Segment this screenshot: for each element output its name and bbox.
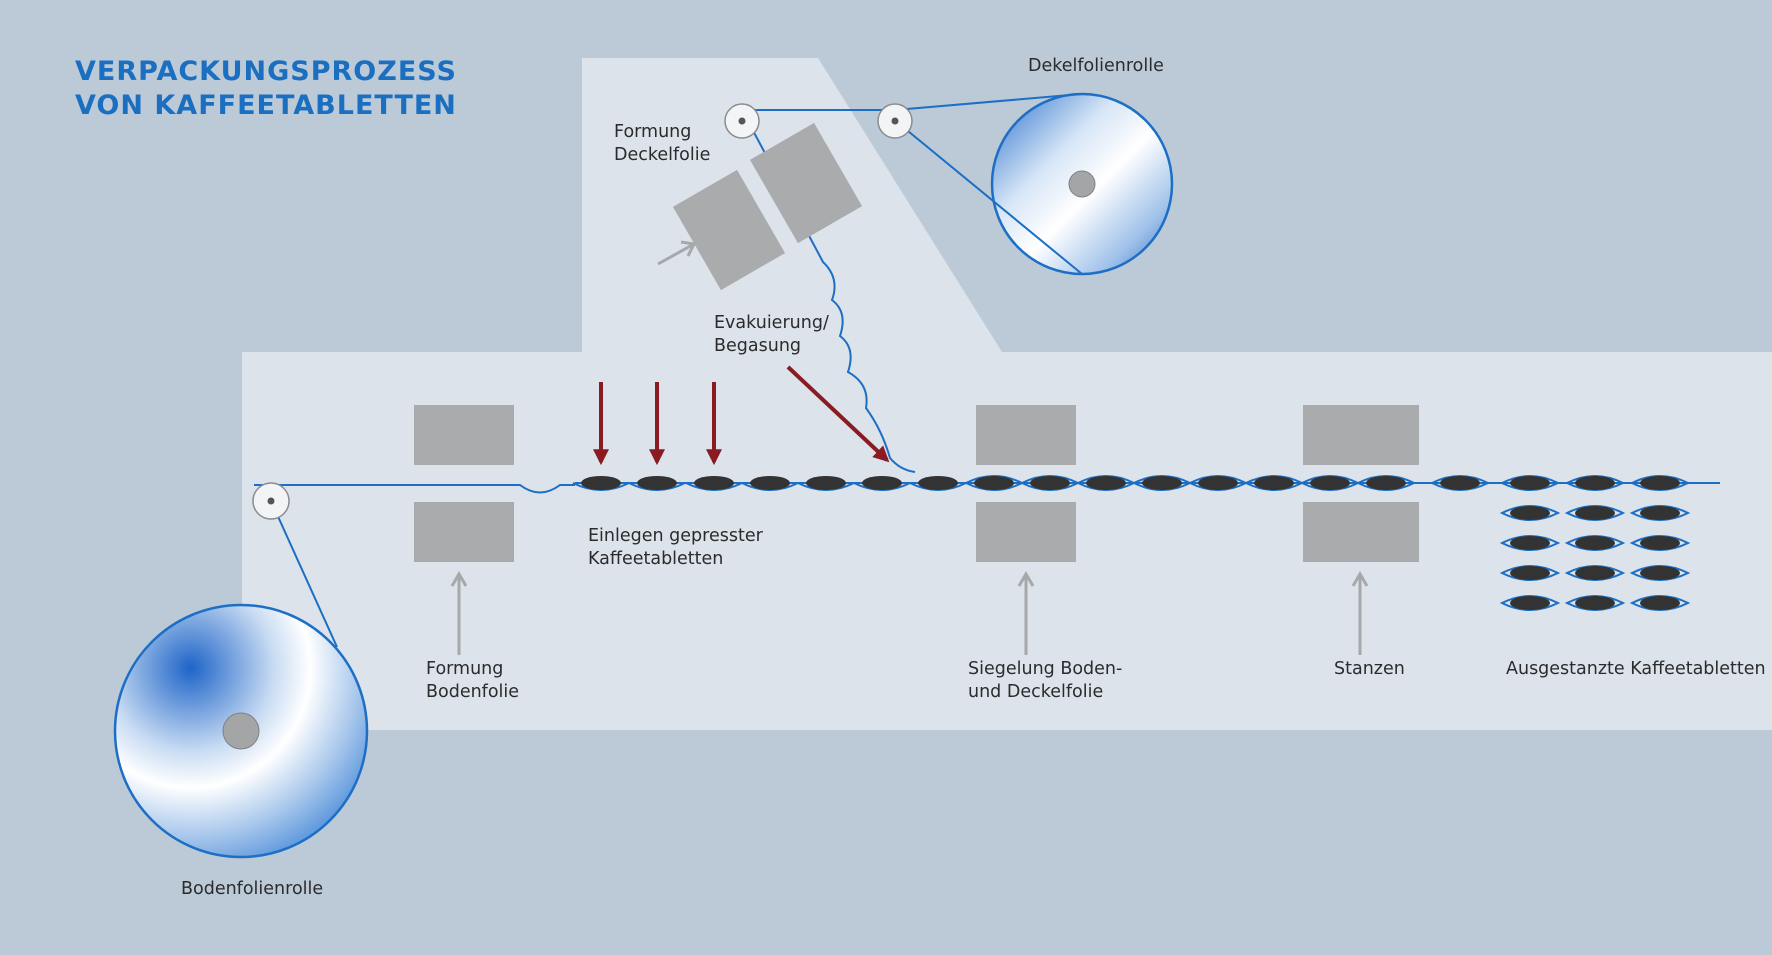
- insert-label-1: Einlegen gepresster: [588, 526, 764, 546]
- punched-tablet: [1499, 535, 1561, 551]
- lid-forming-pointer-arrow: [657, 240, 697, 266]
- sealing-label-1: Siegelung Boden-: [968, 659, 1122, 679]
- bottom-film-roll: [113, 603, 369, 859]
- punched-tablet: [1499, 475, 1561, 491]
- sealing-pointer-arrow: [1017, 571, 1035, 655]
- punched-tablet: [1564, 565, 1626, 581]
- bottom-roll-label: Bodenfolienrolle: [181, 879, 323, 899]
- lid-roll-label: Dekelfolienrolle: [1028, 56, 1164, 76]
- lid-film-tail: [896, 121, 1083, 275]
- punched-tablet: [1499, 565, 1561, 581]
- evacuation-arrow: [786, 365, 890, 463]
- title-line-2: VON KAFFEETABLETTEN: [75, 90, 457, 121]
- tablet-sealed: [1355, 475, 1417, 491]
- tablet-unsealed: [909, 476, 967, 491]
- punched-tablets-grid: [1499, 475, 1691, 611]
- bottom-forming-station: [414, 405, 514, 562]
- punching-label: Stanzen: [1334, 659, 1405, 679]
- tablet-unsealed: [628, 476, 686, 491]
- tablets-row: [572, 475, 1491, 491]
- sealing-label-2: und Deckelfolie: [968, 682, 1103, 702]
- punched-tablet: [1564, 475, 1626, 491]
- bottom-forming-pointer-arrow: [450, 571, 468, 655]
- lid-pulley-right: [877, 103, 913, 139]
- tablet-unsealed: [741, 476, 799, 491]
- punched-tablet: [1629, 535, 1691, 551]
- lid-film-roll: [990, 92, 1174, 276]
- punched-tablet: [1629, 505, 1691, 521]
- title-line-1: VERPACKUNGSPROZESS: [75, 56, 457, 87]
- tablet-punched: [1429, 475, 1491, 491]
- punched-tablet: [1564, 535, 1626, 551]
- tablet-unsealed: [572, 476, 630, 491]
- lid-forming-label-2: Deckelfolie: [614, 145, 710, 165]
- punched-tablet: [1499, 595, 1561, 611]
- punched-tablet: [1499, 505, 1561, 521]
- lid-film: [740, 93, 1083, 473]
- punching-pointer-arrow: [1351, 571, 1369, 655]
- bottom-film: [254, 484, 575, 648]
- punched-tablet: [1564, 505, 1626, 521]
- punched-tablet: [1629, 565, 1691, 581]
- lid-forming-tool: [672, 122, 863, 291]
- punched-tablet: [1564, 595, 1626, 611]
- lid-pulley-left: [724, 103, 760, 139]
- tablet-unsealed: [853, 476, 911, 491]
- lid-forming-label-1: Formung: [614, 122, 691, 142]
- punching-station: [1303, 405, 1419, 562]
- punched-tablet: [1629, 595, 1691, 611]
- punched-tablet: [1629, 475, 1691, 491]
- tablet-insertion-arrows: [593, 382, 722, 466]
- tablet-unsealed: [797, 476, 855, 491]
- evacuation-label-2: Begasung: [714, 336, 801, 356]
- bottom-pulley: [252, 482, 290, 520]
- sealing-station: [976, 405, 1076, 562]
- bottom-forming-label-1: Formung: [426, 659, 503, 679]
- punched-tablets-label: Ausgestanzte Kaffeetabletten: [1506, 659, 1766, 679]
- evacuation-label-1: Evakuierung/: [714, 313, 829, 333]
- tablet-unsealed: [685, 476, 743, 491]
- bottom-forming-label-2: Bodenfolie: [426, 682, 519, 702]
- insert-label-2: Kaffeetabletten: [588, 549, 723, 569]
